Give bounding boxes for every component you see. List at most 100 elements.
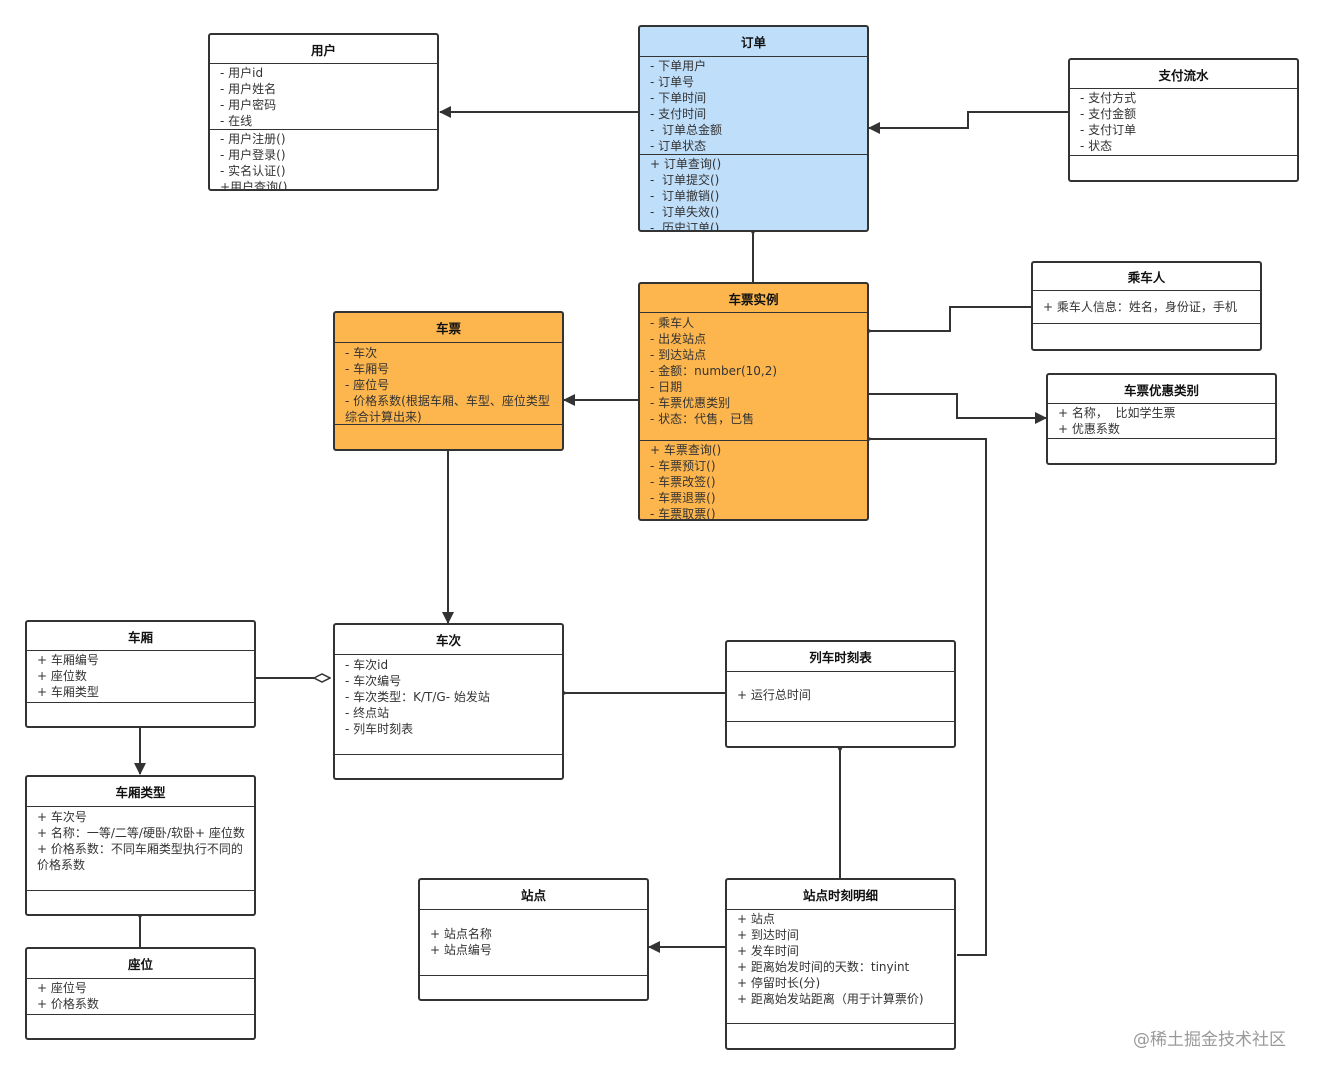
attribute: - 终点站 [345, 706, 390, 720]
class-attributes: + 座位号 + 价格系数 [27, 979, 254, 1015]
class-title: 用户 [210, 35, 437, 64]
class-attributes: + 站点 + 到达时间 + 发车时间 + 距离始发时间的天数：tinyint +… [727, 910, 954, 1024]
class-order[interactable]: 订单 - 下单用户 - 订单号 - 下单时间 - 支付时间 - 订单总金额 - … [638, 25, 869, 232]
class-payment[interactable]: 支付流水 - 支付方式 - 支付金额 - 支付订单 - 状态 [1068, 58, 1299, 182]
attribute: - 车次 [345, 346, 378, 360]
class-title: 车厢类型 [27, 777, 254, 807]
attribute: + 停留时长(分) [737, 976, 821, 990]
class-ticket[interactable]: 车票 - 车次 - 车厢号 - 座位号 - 价格系数(根据车厢、车型、座位类型综… [333, 311, 564, 451]
class-operations [1033, 324, 1260, 349]
class-operations [27, 891, 254, 914]
class-attributes: + 运行总时间 [727, 672, 954, 722]
attribute: - 状态 [1080, 139, 1113, 153]
class-ticket-instance[interactable]: 车票实例 - 乘车人 - 出发站点 - 到达站点 - 金额：number(10,… [638, 282, 869, 521]
class-operations [727, 1024, 954, 1048]
class-user[interactable]: 用户 - 用户id - 用户姓名 - 用户密码 - 在线 - 用户注册() - … [208, 33, 439, 191]
attribute: + 距离始发站距离（用于计算票价) [737, 992, 924, 1006]
class-operations [335, 755, 562, 778]
class-title: 支付流水 [1070, 60, 1297, 89]
class-attributes: + 乘车人信息：姓名，身份证，手机 [1033, 291, 1260, 324]
attribute: - 列车时刻表 [345, 722, 414, 736]
attribute: + 到达时间 [737, 928, 799, 942]
attribute: - 日期 [650, 380, 683, 394]
class-station-schedule[interactable]: 站点时刻明细 + 站点 + 到达时间 + 发车时间 + 距离始发时间的天数：ti… [725, 878, 956, 1050]
class-operations: + 车票查询() - 车票预订() - 车票改签() - 车票退票() - 车票… [640, 441, 867, 519]
class-carriage[interactable]: 车厢 + 车厢编号 + 座位数 + 车厢类型 [25, 620, 256, 728]
class-train[interactable]: 车次 - 车次id - 车次编号 - 车次类型：K/T/G- 始发站 - 终点站… [333, 623, 564, 780]
attribute: + 发车时间 [737, 944, 799, 958]
class-operations: - 用户注册() - 用户登录() - 实名认证() +用户查询() [210, 130, 437, 189]
class-discount[interactable]: 车票优惠类别 + 名称， 比如学生票 + 优惠系数 [1046, 373, 1277, 465]
attribute: + 距离始发时间的天数：tinyint [737, 960, 910, 974]
edge-passenger-ticketinstance [871, 306, 1031, 331]
operation: +用户查询() [220, 180, 288, 189]
operation: - 车票取票() [650, 507, 716, 519]
class-attributes: + 车次号 + 名称：一等/二等/硬卧/软卧+ 座位数 + 价格系数：不同车厢类… [27, 807, 254, 891]
attribute: + 座位号 [37, 981, 87, 995]
attribute: - 车次编号 [345, 674, 402, 688]
attribute: + 站点编号 [430, 943, 492, 957]
attribute: - 支付订单 [1080, 123, 1137, 137]
edge-payment-order [868, 111, 1068, 134]
class-title: 订单 [640, 27, 867, 57]
class-operations [335, 425, 562, 449]
class-title: 车次 [335, 625, 562, 655]
attribute: - 用户密码 [220, 98, 277, 112]
class-operations: + 订单查询() - 订单提交() - 订单撤销() - 订单失效() - 历史… [640, 155, 867, 230]
class-title: 座位 [27, 949, 254, 979]
attribute: - 支付方式 [1080, 91, 1137, 105]
class-station[interactable]: 站点 + 站点名称 + 站点编号 [418, 878, 649, 1001]
attribute: - 用户id [220, 66, 264, 80]
class-attributes: + 名称， 比如学生票 + 优惠系数 [1048, 404, 1275, 439]
attribute: + 价格系数：不同车厢类型执行不同的价格系数 [37, 842, 243, 872]
class-title: 列车时刻表 [727, 642, 954, 672]
class-attributes: + 站点名称 + 站点编号 [420, 910, 647, 976]
attribute: - 车次id [345, 658, 389, 672]
edge-stationschedule-ticketinstance [871, 439, 987, 956]
class-carriage-type[interactable]: 车厢类型 + 车次号 + 名称：一等/二等/硬卧/软卧+ 座位数 + 价格系数：… [25, 775, 256, 916]
attribute: - 订单总金额 [650, 123, 722, 137]
attribute: - 用户姓名 [220, 82, 277, 96]
class-title: 站点时刻明细 [727, 880, 954, 910]
class-operations [727, 722, 954, 746]
operation: - 用户注册() [220, 132, 286, 146]
attribute: - 支付时间 [650, 107, 707, 121]
class-title: 站点 [420, 880, 647, 910]
attribute: - 金额：number(10,2) [650, 364, 778, 378]
operation: - 车票改签() [650, 475, 716, 489]
attribute: - 下单用户 [650, 59, 707, 73]
attribute: - 车次类型：K/T/G- 始发站 [345, 690, 490, 704]
attribute: + 价格系数 [37, 997, 99, 1011]
attribute: - 车票优惠类别 [650, 396, 731, 410]
attribute: + 站点名称 [430, 927, 492, 941]
class-operations [1070, 156, 1297, 180]
attribute: + 名称， 比如学生票 [1058, 406, 1176, 420]
class-attributes: - 用户id - 用户姓名 - 用户密码 - 在线 [210, 64, 437, 130]
attribute: - 到达站点 [650, 348, 707, 362]
edge-ticketinstance-discount [869, 393, 1047, 424]
class-attributes: - 支付方式 - 支付金额 - 支付订单 - 状态 [1070, 89, 1297, 156]
attribute: - 订单号 [650, 75, 695, 89]
operation: - 订单撤销() [650, 189, 720, 203]
attribute: - 出发站点 [650, 332, 707, 346]
attribute: - 支付金额 [1080, 107, 1137, 121]
attribute: - 座位号 [345, 378, 390, 392]
attribute: - 乘车人 [650, 316, 695, 330]
attribute: + 名称：一等/二等/硬卧/软卧+ 座位数 [37, 826, 245, 840]
class-title: 车票优惠类别 [1048, 375, 1275, 404]
class-attributes: - 车次id - 车次编号 - 车次类型：K/T/G- 始发站 - 终点站 - … [335, 655, 562, 755]
operation: + 订单查询() [650, 157, 722, 171]
class-passenger[interactable]: 乘车人 + 乘车人信息：姓名，身份证，手机 [1031, 261, 1262, 351]
operation: - 订单失效() [650, 205, 720, 219]
attribute: - 状态：代售，已售 [650, 412, 755, 426]
class-title: 车厢 [27, 622, 254, 651]
class-operations [27, 703, 254, 726]
class-attributes: - 车次 - 车厢号 - 座位号 - 价格系数(根据车厢、车型、座位类型综合计算… [335, 343, 562, 425]
attribute: + 座位数 [37, 669, 87, 683]
attribute: + 车厢编号 [37, 653, 99, 667]
attribute: + 站点 [737, 912, 775, 926]
class-title: 乘车人 [1033, 263, 1260, 291]
class-timetable[interactable]: 列车时刻表 + 运行总时间 [725, 640, 956, 748]
class-seat[interactable]: 座位 + 座位号 + 价格系数 [25, 947, 256, 1040]
attribute: + 车次号 [37, 810, 87, 824]
